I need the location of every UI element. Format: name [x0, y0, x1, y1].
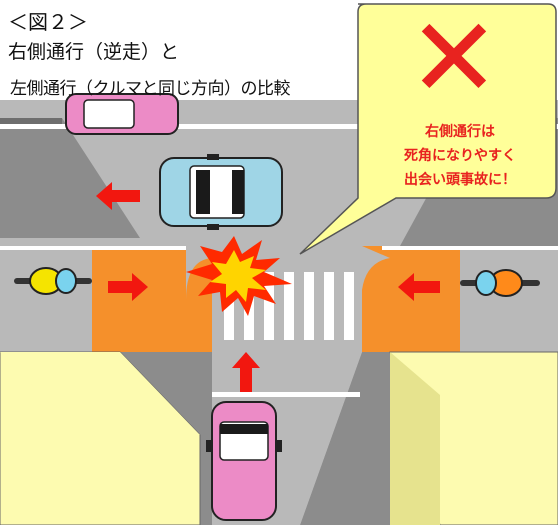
callout-line-3: 出会い頭事故に！: [404, 171, 516, 188]
pink-car-bottom: [206, 401, 282, 521]
lane-edge-left: [0, 246, 186, 250]
arrow-right-left-lane: [108, 273, 148, 301]
crash-burst: [186, 236, 292, 316]
figure-label: ＜図２＞: [8, 10, 88, 34]
callout-line-2: 死角になりやすく: [403, 147, 516, 164]
building-bottom-right-side: [390, 352, 440, 525]
stop-line-bottom: [212, 392, 360, 397]
title-line-2: 右側通行（逆走）と: [8, 41, 180, 63]
sidewalk-right: [362, 246, 460, 352]
callout: ✕ 右側通行は 死角になりやすく 出会い頭事故に！: [299, 0, 557, 255]
arrows: [96, 182, 440, 392]
lane-edge-right: [382, 246, 558, 250]
pink-car-top: [65, 93, 179, 135]
cyclist-right: [460, 269, 540, 297]
arrow-left-right-lane: [398, 273, 440, 301]
title-line-3: 左側通行（クルマと同じ方向）の比較: [10, 79, 291, 99]
callout-line-1: 右側通行は: [424, 123, 495, 140]
building-bottom-left-top: [0, 352, 200, 435]
blue-car: [159, 154, 283, 230]
arrow-left-top: [96, 182, 140, 210]
building-top-left: [0, 118, 140, 238]
cyclist-left: [14, 267, 92, 295]
arrow-up-bottom: [232, 352, 260, 392]
road-line-top: [0, 124, 558, 129]
callout-x-mark: ✕: [408, 0, 500, 122]
sidewalk-left: [92, 246, 212, 352]
